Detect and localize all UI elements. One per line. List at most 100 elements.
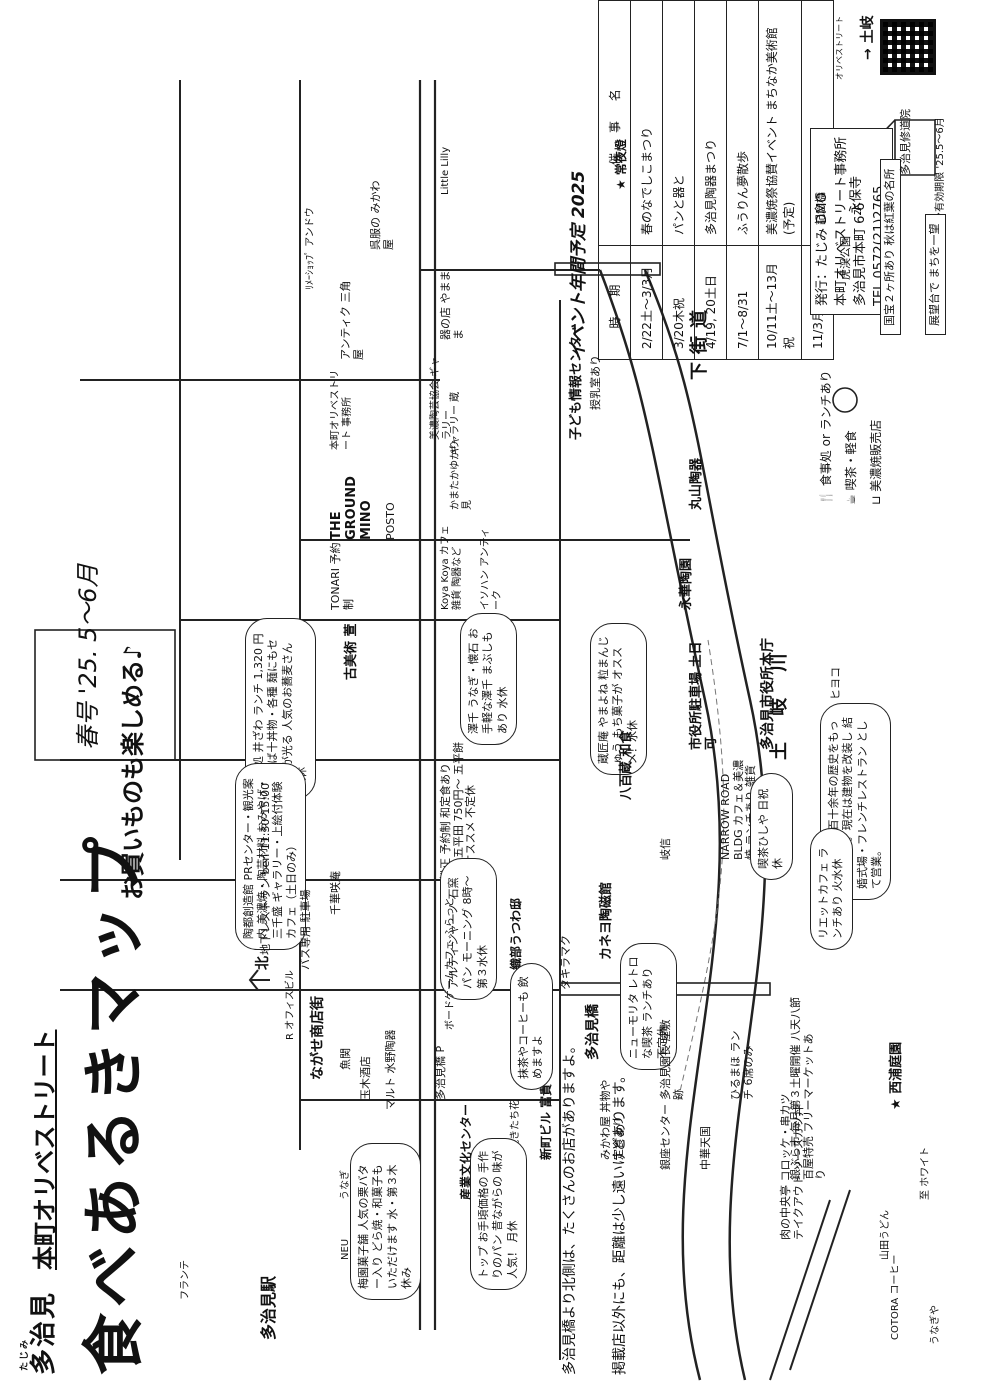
shop-the-ground-mino: THE GROUND MINO xyxy=(329,476,374,540)
shop-hirumeshi: ひるまほ ランチ 6席のみ xyxy=(729,1030,755,1101)
shop-unagi: うなぎ xyxy=(340,1170,351,1200)
shop-chochi: 多治見園長 屋敷跡 xyxy=(659,1019,685,1101)
events-table: 時 期 催 事 名 2/22土～3/3月春のなでしこまつり 3/20木祝パンと器… xyxy=(598,0,834,360)
note-north-shops: 多治見橋より北側は、たくさんのお店がありますよ。 xyxy=(562,1039,578,1375)
shop-chikuzen: 千華咲庵 xyxy=(329,871,342,915)
shop-furatto: ボードゲームカフェ ふらっと xyxy=(445,897,456,1030)
shop-posto: POSTO xyxy=(384,502,397,540)
shop-cotora: COTORA コーヒー xyxy=(890,1254,901,1340)
legend-ceramics: ⊔ 美濃焼販売店 xyxy=(869,419,884,505)
kokuho-note: 国宝２ヶ所あり 秋は紅葉の名所 xyxy=(880,159,901,335)
issue-label: 春号 '25. 5～6月 xyxy=(74,563,102,750)
event-name: 美濃焼祭協賛イベント まちなか美術館(予定) xyxy=(758,0,802,246)
river-flow-line xyxy=(677,639,725,1101)
city-ruby: たじみ xyxy=(20,1337,30,1371)
events-col-date: 時 期 xyxy=(598,245,631,360)
shop-uonuki: 魚関 xyxy=(339,1048,352,1070)
shop-tonari: TONARI 予約制 xyxy=(329,542,355,610)
railway-line-2 xyxy=(789,1189,851,1371)
event-name: 多治見陶器まつり xyxy=(694,0,727,246)
legend-food-label: 食事処 or ランチあり xyxy=(819,370,833,487)
shop-hyakkei: 八百蔵 和食 xyxy=(619,730,634,800)
shop-top: トップ お手頃価格の 手作りのパン 昔ながらの 味が人気！ 月休 xyxy=(470,1138,527,1290)
shop-maruyama: 丸山陶器 xyxy=(689,457,704,510)
shop-yamamasu: 器の店 やままま xyxy=(439,270,465,341)
river-bank-south xyxy=(643,269,767,1381)
shop-takiramaku: タキラマク xyxy=(559,935,572,990)
junyu-label: 授乳室あり xyxy=(589,355,602,410)
north-label: 北 xyxy=(255,956,271,970)
shop-yamada-udon: 山田うどん xyxy=(880,1210,891,1260)
eihoji-label: 永保寺 xyxy=(849,175,864,215)
shop-city-hall: 多治見市役所本庁 xyxy=(760,638,776,750)
shop-mikawaya-teishoku: みかわ屋 丼物や 定食あり xyxy=(599,1079,625,1161)
city-name: たじみ 多治見 xyxy=(20,1290,60,1375)
fork-knife-icon: 🍴 xyxy=(819,490,833,505)
railway-line xyxy=(769,1199,831,1381)
river-bank-north xyxy=(598,269,722,1381)
tenbodai-note: 展望台で まちを一望 xyxy=(925,214,946,335)
shop-oribe-utsuwa: 織部うつわ邸 xyxy=(509,897,523,970)
shop-oribe-office: 本町オリベストリート 事務所 xyxy=(330,369,353,450)
shop-sankakuya: アンティク 三角屋 xyxy=(339,280,365,360)
shop-ginza-center: 銀座センター xyxy=(659,1104,672,1170)
toki-direction: → 土岐 xyxy=(860,15,876,60)
shop-riet-cafe: リエットカフェ ランチあり 火水休 xyxy=(810,828,853,950)
tagline: お買いものも楽しめる♪ xyxy=(119,644,147,900)
event-name: パンと器と xyxy=(662,0,695,246)
shop-eikado: 永華陶園 xyxy=(679,557,694,610)
table-row: 2/22土～3/3月春のなでしこまつり xyxy=(630,0,663,360)
nishiurateien-label: ★ 西浦庭園 xyxy=(889,1041,904,1110)
publisher-logo: オリベストリート xyxy=(835,15,844,80)
city-label: 多治見 xyxy=(29,1290,59,1375)
joyato-label: ★ 常夜燈 xyxy=(614,139,628,190)
event-name: ふうりん夢散歩 xyxy=(726,0,759,246)
cup-icon: ⊔ xyxy=(869,495,883,505)
shop-kaneyo: カネヨ陶磁館 xyxy=(599,881,614,960)
shop-white-direction: 至 ホワイト xyxy=(920,1146,931,1200)
shop-isohan: イソハン アンティーク xyxy=(480,527,503,610)
kokeikoen-label: 虎渓公園 xyxy=(839,236,852,280)
north-arrow xyxy=(248,969,270,991)
shop-tenbun: 天八節 xyxy=(789,997,802,1030)
shop-mikawaya-gofuku: 呉服の みかわ屋 xyxy=(369,180,395,251)
shop-matcha-note: 抹茶やコーヒーも 飲めますよ xyxy=(510,963,553,1090)
shop-r-office: R オフィスビル xyxy=(285,970,296,1040)
nagase-label: ながせ商店街 xyxy=(310,996,326,1080)
shop-takayama: かまたかゆかり 見 xyxy=(450,440,473,510)
shop-shiyakusho-parking: 市役所駐車場 土日可 xyxy=(689,641,719,750)
shop-neu: NEU xyxy=(340,1238,351,1260)
shop-chuka-tengoku: 中華天国 xyxy=(699,1126,712,1170)
event-date: 10/11土～13月祝 xyxy=(758,245,802,360)
legend-ceramics-label: 美濃焼販売店 xyxy=(869,419,883,492)
shimokaido-label: 下街道 xyxy=(689,302,710,380)
legend-cafe: ☕ 喫茶・軽食 xyxy=(844,430,859,505)
kinenbashi-label: 記念橋 xyxy=(814,192,827,225)
table-row: 10/11土～13月祝美濃焼祭協賛イベント まちなか美術館(予定) xyxy=(758,0,802,360)
shop-baien: 梅園菓子舗 人気の栗バター入り どら焼・和菓子も いただけます 水・第３木休み xyxy=(350,1143,422,1300)
shop-nakaya: 肉の中央亭 コロッケ・串カツ テイクアウト ソースカツ丼 xyxy=(779,1093,805,1241)
shop-hishiya: 喫茶ひしや 日祝休 xyxy=(750,773,793,880)
shop-andoh: ﾘﾒｰｼｮｯﾌﾟ アンドウ xyxy=(305,207,316,290)
qr-code-icon[interactable] xyxy=(880,19,936,75)
street-name: 本町オリベストリート xyxy=(31,1029,59,1270)
shop-little-lilly: Little Lilly xyxy=(440,146,451,195)
publisher-line3: 多治見市本町 6-6 xyxy=(852,202,868,306)
events-col-name: 催 事 名 xyxy=(598,0,631,246)
shop-tamaki: 玉木酒店 xyxy=(359,1056,372,1100)
shop-hiyoko: ヒヨコ xyxy=(829,667,842,700)
event-date: 7/1～8/31 xyxy=(726,245,759,360)
shop-kobijutsu: 古美術 萱 xyxy=(344,623,359,680)
shudoin-label: 多治見修道院 xyxy=(899,109,912,175)
coffee-cup-icon: ☕ xyxy=(844,494,858,505)
shop-tajimibashi-parking: 多治見橋 P xyxy=(434,1045,447,1100)
event-date: 2/22土～3/3月 xyxy=(630,245,663,360)
legend-cafe-label: 喫茶・軽食 xyxy=(844,430,858,491)
kodomo-label: 子ども情報センター xyxy=(569,322,584,440)
event-name: 春のなでしこまつり xyxy=(630,0,663,246)
tajimi-station-label: 多治見駅 xyxy=(259,1275,278,1340)
shop-gifushin: 岐信 xyxy=(659,838,672,860)
